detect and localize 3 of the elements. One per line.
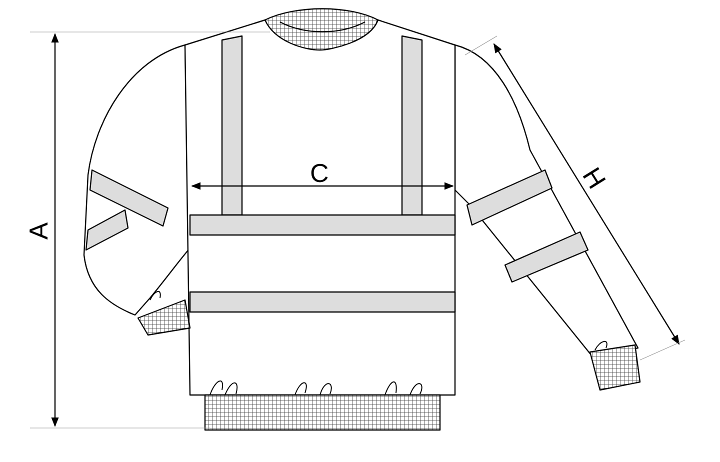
dimension-label: H bbox=[578, 163, 610, 193]
dimension-label: A bbox=[26, 222, 52, 240]
dimension-label: C bbox=[310, 160, 329, 186]
